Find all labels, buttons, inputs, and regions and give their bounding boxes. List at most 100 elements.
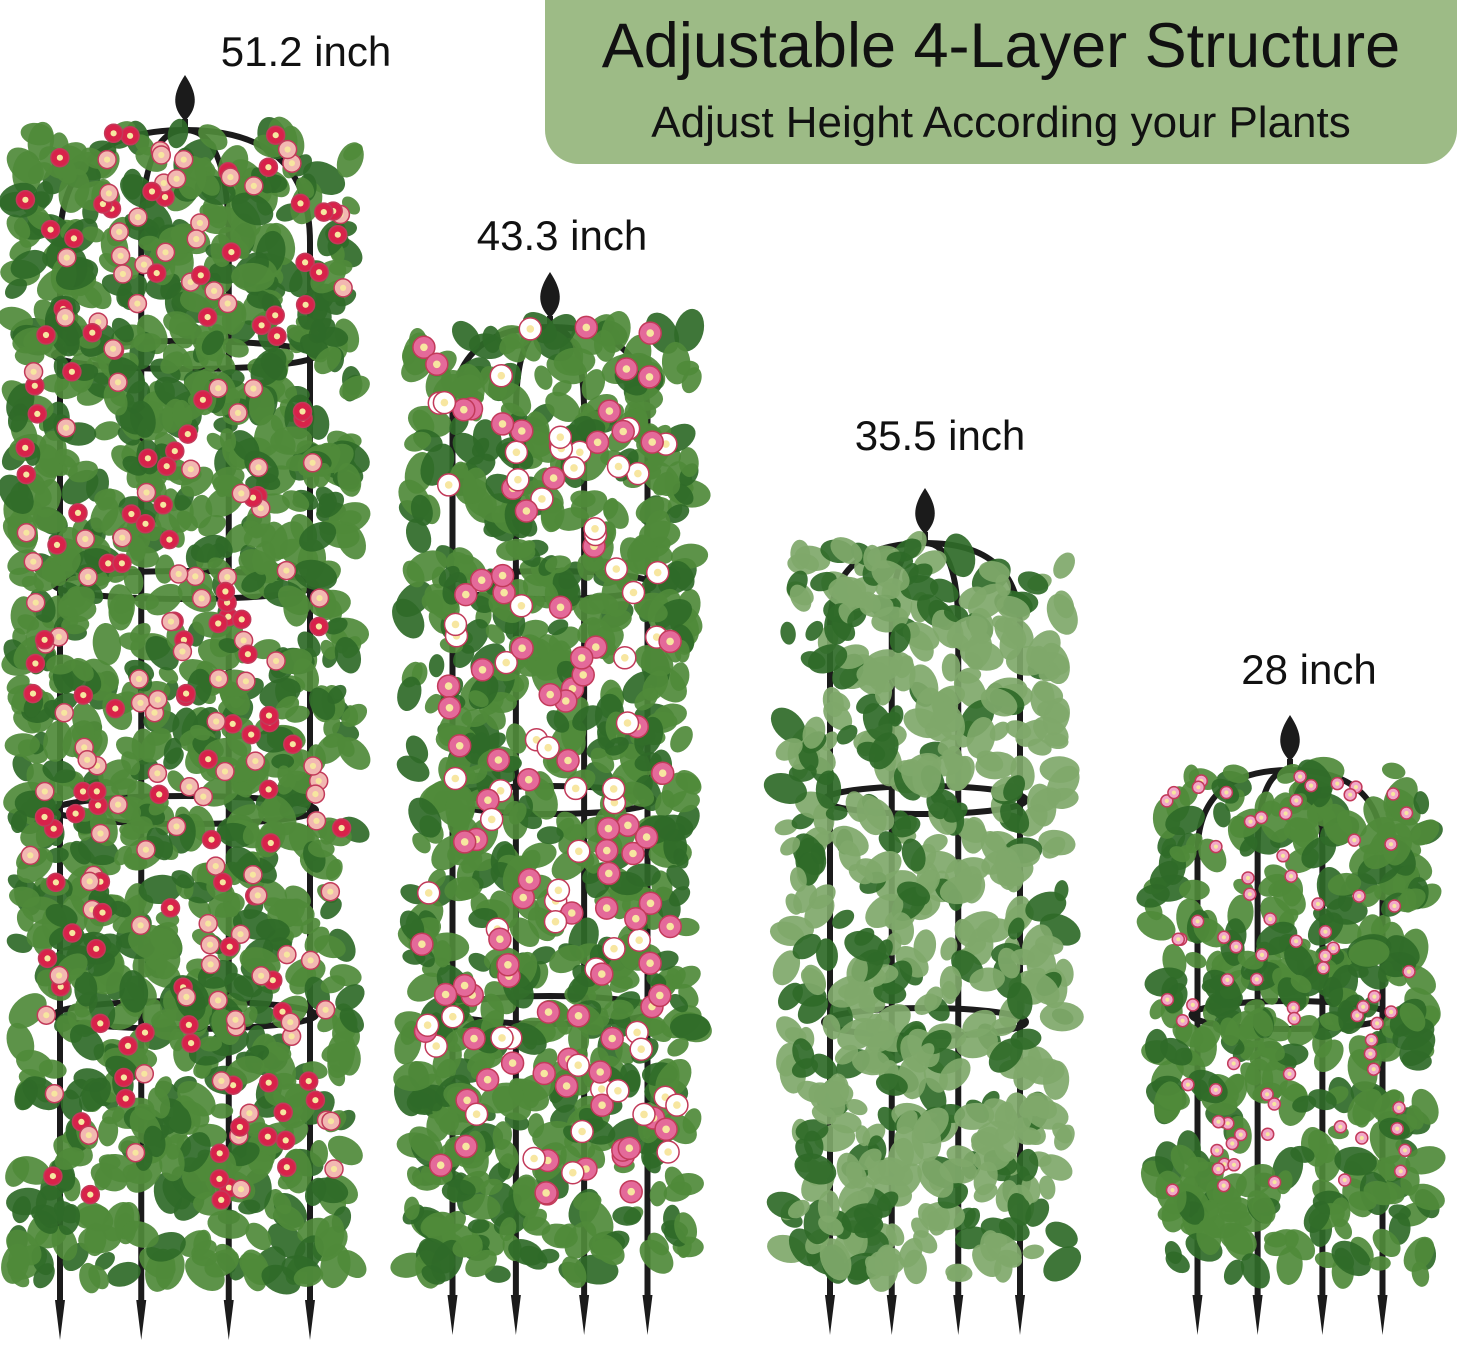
leaf bbox=[229, 1142, 260, 1167]
flower-center bbox=[1216, 1166, 1221, 1172]
leaf bbox=[176, 510, 198, 532]
flower-center bbox=[614, 462, 623, 471]
leaf bbox=[461, 708, 489, 728]
flower-center bbox=[112, 705, 119, 712]
leaf bbox=[171, 870, 195, 889]
leaf bbox=[790, 539, 811, 570]
leaf bbox=[45, 903, 78, 928]
flower-center bbox=[219, 879, 226, 886]
flower-center bbox=[52, 879, 60, 886]
leaf bbox=[822, 1014, 841, 1040]
leaf bbox=[479, 1178, 503, 1196]
flower-center bbox=[498, 571, 507, 580]
leaf bbox=[222, 338, 249, 358]
leaf bbox=[121, 1220, 159, 1248]
flower-center bbox=[312, 791, 319, 798]
leaf bbox=[961, 816, 987, 854]
flower-center bbox=[619, 427, 627, 436]
leaf bbox=[789, 584, 812, 612]
leaf bbox=[10, 249, 49, 279]
leaf bbox=[92, 622, 122, 666]
leaf bbox=[33, 479, 62, 518]
flower-center bbox=[1396, 1105, 1402, 1110]
flower-center bbox=[62, 314, 69, 321]
leaf bbox=[522, 574, 559, 609]
leaf bbox=[336, 142, 364, 178]
flower-center bbox=[497, 371, 506, 380]
flower-center bbox=[207, 961, 214, 968]
leaf bbox=[341, 703, 368, 727]
leaf bbox=[277, 585, 311, 616]
flower-center bbox=[622, 365, 631, 373]
flower-center bbox=[302, 301, 309, 308]
leaf bbox=[954, 1102, 995, 1130]
flower-center bbox=[43, 1012, 50, 1019]
leaf bbox=[199, 1036, 222, 1052]
leaf bbox=[231, 262, 275, 292]
leaf bbox=[990, 1017, 1017, 1037]
flower-center bbox=[451, 774, 460, 783]
leaf bbox=[405, 518, 432, 553]
flower-center bbox=[574, 1012, 583, 1020]
leaf bbox=[603, 999, 634, 1020]
leaf bbox=[397, 676, 422, 711]
leaf bbox=[334, 636, 362, 674]
flower-center bbox=[646, 959, 654, 967]
finial-icon bbox=[175, 75, 195, 121]
flower-center bbox=[1369, 1038, 1374, 1043]
leaf bbox=[193, 1229, 212, 1256]
flower-center bbox=[158, 151, 165, 159]
flower-center bbox=[197, 272, 204, 279]
flower-center bbox=[423, 1021, 432, 1029]
flower-center bbox=[187, 466, 194, 473]
flower-center bbox=[215, 997, 222, 1004]
leaf bbox=[82, 226, 105, 243]
leaf bbox=[304, 926, 330, 955]
flower-center bbox=[267, 839, 274, 847]
leaf bbox=[239, 947, 281, 978]
flower-center bbox=[23, 471, 30, 478]
leaf bbox=[393, 1061, 438, 1092]
flower-center bbox=[610, 798, 619, 807]
leaf bbox=[412, 409, 435, 435]
flower-center bbox=[204, 314, 211, 321]
flower-center bbox=[320, 209, 327, 216]
flower-center bbox=[538, 495, 546, 503]
height-label-2: 43.3 inch bbox=[476, 212, 648, 259]
leaf bbox=[178, 1132, 211, 1173]
flower-center bbox=[258, 322, 265, 329]
flower-center bbox=[1180, 1018, 1185, 1023]
leaf bbox=[110, 900, 132, 918]
flower-center bbox=[522, 507, 531, 515]
leaf bbox=[90, 497, 119, 533]
leaf bbox=[994, 1255, 1013, 1283]
leaf bbox=[35, 1184, 65, 1228]
flower-center bbox=[598, 970, 606, 978]
height-label-1: 51.2 inch bbox=[220, 28, 392, 75]
flower-center bbox=[487, 815, 496, 824]
leaf bbox=[168, 313, 195, 349]
flower-center bbox=[97, 830, 104, 837]
flower-center bbox=[230, 1082, 237, 1089]
flower-center bbox=[418, 940, 426, 948]
leaf bbox=[572, 705, 603, 731]
leaf bbox=[169, 244, 194, 282]
flower-center bbox=[110, 345, 117, 352]
leaf bbox=[69, 840, 92, 865]
flower-center bbox=[1195, 919, 1200, 924]
leaf bbox=[42, 759, 76, 784]
leaf bbox=[219, 428, 237, 453]
flower-center bbox=[32, 599, 39, 606]
leaf bbox=[177, 1080, 216, 1117]
leaf bbox=[270, 426, 313, 455]
leaf bbox=[0, 474, 34, 514]
leaf bbox=[997, 947, 1021, 979]
flower-center bbox=[420, 343, 428, 352]
flower-center bbox=[117, 252, 124, 259]
flower-center bbox=[460, 405, 468, 414]
flower-center bbox=[604, 824, 613, 833]
flower-center bbox=[244, 651, 251, 658]
flower-center bbox=[460, 981, 469, 990]
flower-center bbox=[327, 1118, 335, 1125]
